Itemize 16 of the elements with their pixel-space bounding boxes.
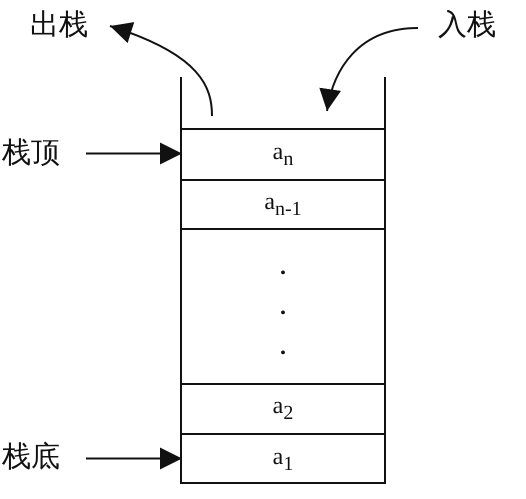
element-label: a$_{2}$: [272, 393, 294, 425]
ellipsis-dot: .: [280, 336, 286, 356]
stack-container: [180, 77, 386, 484]
element-label: a$_{n-1}$: [264, 188, 302, 220]
stack-label: 出栈: [30, 8, 88, 40]
arrow: [86, 448, 182, 470]
ellipsis-dot: .: [280, 256, 286, 276]
arrow: [110, 22, 213, 116]
stack-label: 栈顶: [2, 136, 60, 168]
ellipsis-dot: .: [280, 296, 286, 316]
arrow: [320, 27, 418, 112]
stack-label: 栈底: [2, 440, 60, 472]
element-label: a$_{n}$: [272, 138, 294, 170]
arrow: [86, 142, 182, 164]
element-label: a$_{1}$: [272, 444, 294, 476]
stack-label: 入栈: [438, 8, 496, 40]
